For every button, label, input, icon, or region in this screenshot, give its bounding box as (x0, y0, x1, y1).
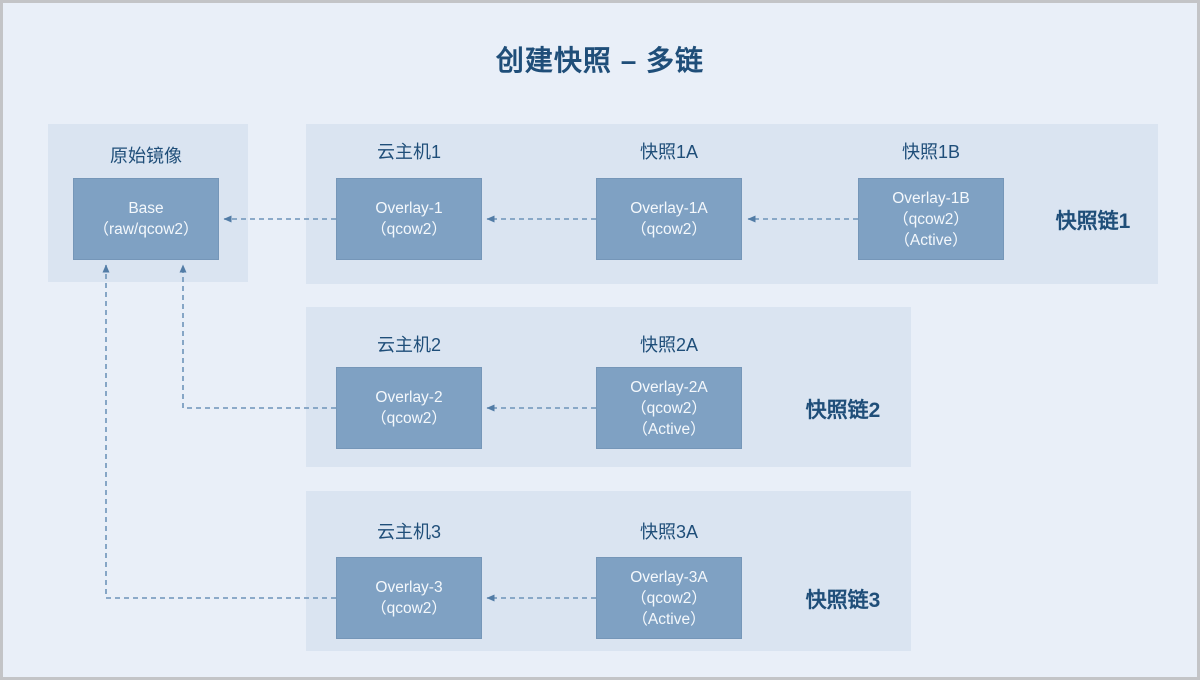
overlay-3a-box: Overlay-3A （qcow2） （Active） (596, 557, 742, 639)
chain2-label: 快照链2 (805, 399, 881, 422)
overlay-3-box: Overlay-3 （qcow2） (336, 557, 482, 639)
snapshot1a-label: 快照1A (639, 142, 699, 162)
disk-box-line: Overlay-1B (892, 189, 970, 207)
vm1-label: 云主机1 (376, 142, 441, 162)
snapshot1b-label: 快照1B (901, 142, 961, 162)
disk-box-line: （Active） (632, 610, 706, 628)
base-image-label: 原始镜像 (110, 146, 182, 166)
disk-box-line: Overlay-1 (375, 200, 443, 217)
snapshot3a-label: 快照3A (639, 522, 699, 542)
disk-box-line: （qcow2） (631, 399, 707, 417)
disk-box-line: Overlay-2A (630, 378, 708, 396)
disk-box-line: Overlay-2 (375, 389, 443, 406)
page-title: 创建快照 – 多链 (495, 45, 705, 76)
overlay-1-box: Overlay-1 （qcow2） (336, 178, 482, 260)
disk-box-line: （qcow2） (631, 221, 707, 238)
disk-box-line: Overlay-3A (630, 568, 708, 586)
disk-box-line: Base (128, 200, 164, 217)
base-disk-box: Base （raw/qcow2） (73, 178, 219, 260)
disk-box-line: （Active） (632, 420, 706, 438)
chain3-label: 快照链3 (805, 589, 881, 612)
disk-box-line: Overlay-1A (630, 200, 708, 217)
chain1-label: 快照链1 (1055, 210, 1131, 233)
disk-box-line: Overlay-3 (375, 579, 443, 596)
disk-box-line: （qcow2） (371, 221, 447, 238)
disk-box-line: （qcow2） (893, 210, 969, 228)
backing-arrow-overlay3-to-base (102, 264, 336, 599)
overlay-2a-box: Overlay-2A （qcow2） （Active） (596, 367, 742, 449)
overlay-1b-box: Overlay-1B （qcow2） （Active） (858, 178, 1004, 260)
disk-box-line: （qcow2） (371, 600, 447, 617)
disk-box-line: （qcow2） (631, 589, 707, 607)
overlay-2-box: Overlay-2 （qcow2） (336, 367, 482, 449)
disk-box-line: （raw/qcow2） (93, 221, 199, 238)
overlay-1a-box: Overlay-1A （qcow2） (596, 178, 742, 260)
vm3-label: 云主机3 (376, 522, 441, 542)
disk-box-line: （Active） (894, 231, 968, 249)
disk-box-line: （qcow2） (371, 410, 447, 427)
snapshot2a-label: 快照2A (639, 335, 699, 355)
vm2-label: 云主机2 (376, 335, 441, 355)
